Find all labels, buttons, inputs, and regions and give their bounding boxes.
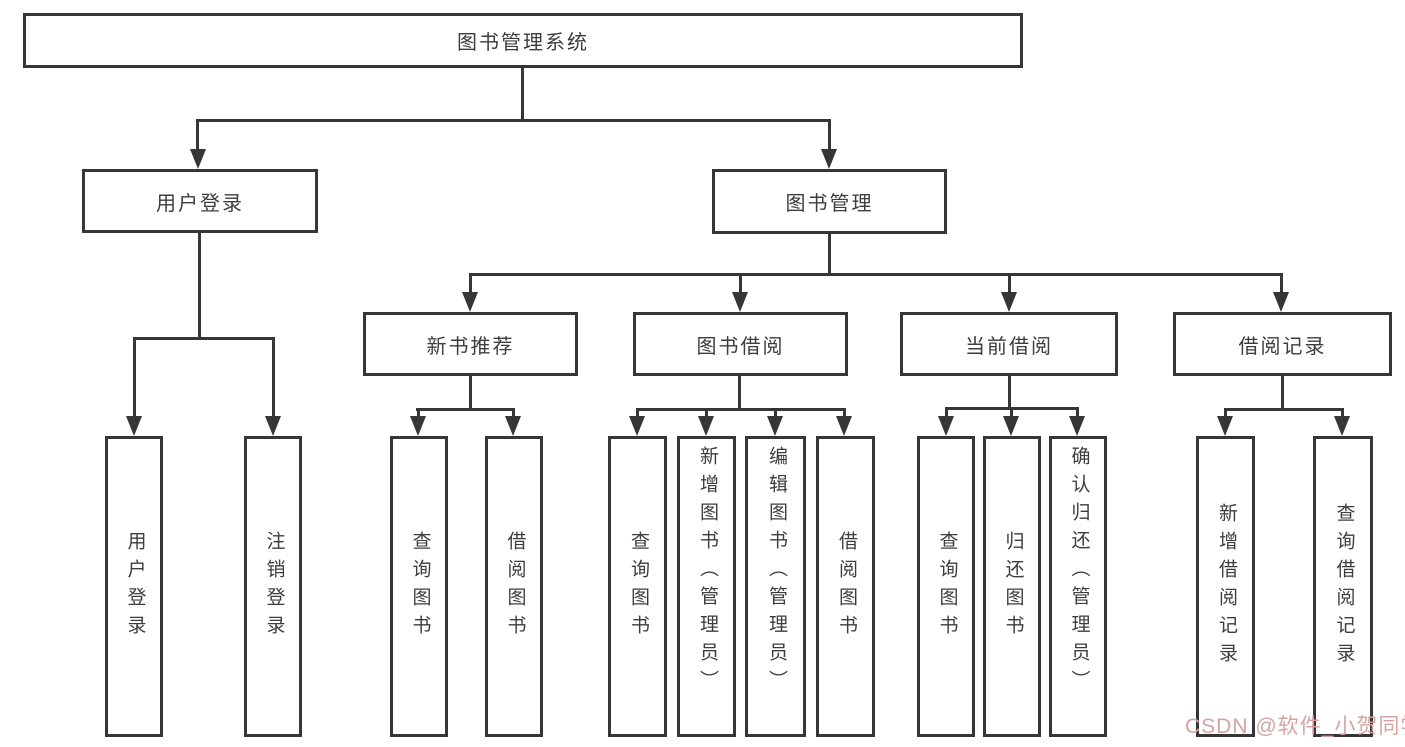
node-label: 新书推荐 <box>426 335 515 358</box>
leaf-label: 查询图书 <box>409 530 431 643</box>
connector-line <box>1224 408 1344 411</box>
arrow-down-icon <box>836 416 852 436</box>
connector-line <box>469 273 472 293</box>
node-borrowing-records: 借阅记录 <box>1173 312 1392 376</box>
leaf-label: 查询图书 <box>936 530 958 643</box>
connector-line <box>636 408 846 411</box>
connector-line <box>133 337 136 417</box>
leaf-logout-login: 注销登录 <box>244 436 302 737</box>
connector-line <box>469 376 472 408</box>
leaf-label: 查询图书 <box>627 530 649 643</box>
leaf-label: 借阅图书 <box>504 530 526 643</box>
leaf-label: 新增图书（管理员） <box>696 446 718 698</box>
connector-line <box>705 408 708 418</box>
arrow-down-icon <box>629 416 645 436</box>
node-current-borrowing: 当前借阅 <box>900 312 1118 376</box>
arrow-down-icon <box>462 292 478 312</box>
connector-line <box>1076 407 1079 418</box>
leaf-borrowing-edit-book-admin: 编辑图书（管理员） <box>745 436 806 737</box>
node-new-book-recommendation: 新书推荐 <box>363 312 578 376</box>
leaf-label: 借阅图书 <box>835 530 857 643</box>
connector-line <box>1280 273 1283 293</box>
connector-line <box>521 68 524 119</box>
leaf-current-confirm-return-admin: 确认归还（管理员） <box>1049 436 1107 737</box>
arrow-down-icon <box>1069 416 1085 436</box>
node-label: 图书借阅 <box>696 335 785 358</box>
node-label: 当前借阅 <box>965 335 1053 358</box>
leaf-borrowing-add-book-admin: 新增图书（管理员） <box>677 436 736 737</box>
leaf-user-login: 用户登录 <box>105 436 163 737</box>
connector-line <box>134 337 275 340</box>
connector-line <box>196 119 199 150</box>
leaf-records-add-borrow-record: 新增借阅记录 <box>1196 436 1255 737</box>
node-user-login: 用户登录 <box>82 169 318 233</box>
leaf-recommend-query-book: 查询图书 <box>390 436 448 737</box>
connector-line <box>945 407 948 418</box>
arrow-down-icon <box>265 416 281 436</box>
arrow-down-icon <box>938 416 954 436</box>
connector-line <box>1281 376 1284 408</box>
connector-line <box>739 273 742 293</box>
node-label: 借阅记录 <box>1238 335 1327 358</box>
arrow-down-icon <box>821 149 837 169</box>
leaf-records-query-borrow-record: 查询借阅记录 <box>1313 436 1373 737</box>
node-library-management-system: 图书管理系统 <box>23 13 1023 68</box>
connector-line <box>512 408 515 418</box>
connector-line <box>1341 408 1344 418</box>
leaf-borrowing-query-book: 查询图书 <box>608 436 667 737</box>
connector-line <box>469 273 1283 276</box>
arrow-down-icon <box>126 416 142 436</box>
leaf-label: 确认归还（管理员） <box>1068 446 1090 698</box>
connector-line <box>197 119 831 122</box>
node-label: 图书管理系统 <box>457 32 589 54</box>
arrow-down-icon <box>767 416 783 436</box>
watermark: CSDN @软件_小贺同学 <box>1185 715 1405 738</box>
connector-line <box>272 337 275 417</box>
arrow-down-icon <box>698 416 714 436</box>
leaf-current-return-book: 归还图书 <box>983 436 1041 737</box>
connector-line <box>636 408 639 418</box>
arrow-down-icon <box>1003 416 1019 436</box>
node-book-borrowing: 图书借阅 <box>633 312 848 376</box>
arrow-down-icon <box>410 416 426 436</box>
node-label: 用户登录 <box>156 192 244 215</box>
connector-line <box>828 234 831 273</box>
connector-line <box>198 233 201 337</box>
connector-line <box>1224 408 1227 418</box>
connector-line <box>828 119 831 150</box>
connector-line <box>1010 407 1013 418</box>
arrow-down-icon <box>732 292 748 312</box>
leaf-label: 注销登录 <box>263 530 285 643</box>
connector-line <box>417 408 420 418</box>
leaf-label: 新增借阅记录 <box>1215 502 1237 671</box>
arrow-down-icon <box>1217 416 1233 436</box>
node-label: 图书管理 <box>785 193 874 215</box>
leaf-label: 编辑图书（管理员） <box>765 446 787 698</box>
leaf-current-query-book: 查询图书 <box>917 436 975 737</box>
connector-line <box>738 376 741 408</box>
leaf-borrowing-borrow-book: 借阅图书 <box>816 436 875 737</box>
leaf-label: 查询借阅记录 <box>1333 502 1355 671</box>
node-book-management: 图书管理 <box>712 169 947 234</box>
connector-line <box>774 408 777 418</box>
arrow-down-icon <box>190 149 206 169</box>
leaf-label: 用户登录 <box>124 530 146 643</box>
connector-line <box>1008 273 1011 293</box>
connector-line <box>416 408 515 411</box>
leaf-recommend-borrow-book: 借阅图书 <box>485 436 543 737</box>
connector-line <box>1008 376 1011 407</box>
leaf-label: 归还图书 <box>1002 530 1024 643</box>
arrow-down-icon <box>1334 416 1350 436</box>
arrow-down-icon <box>1273 292 1289 312</box>
connector-line <box>843 408 846 418</box>
arrow-down-icon <box>1001 292 1017 312</box>
arrow-down-icon <box>505 416 521 436</box>
